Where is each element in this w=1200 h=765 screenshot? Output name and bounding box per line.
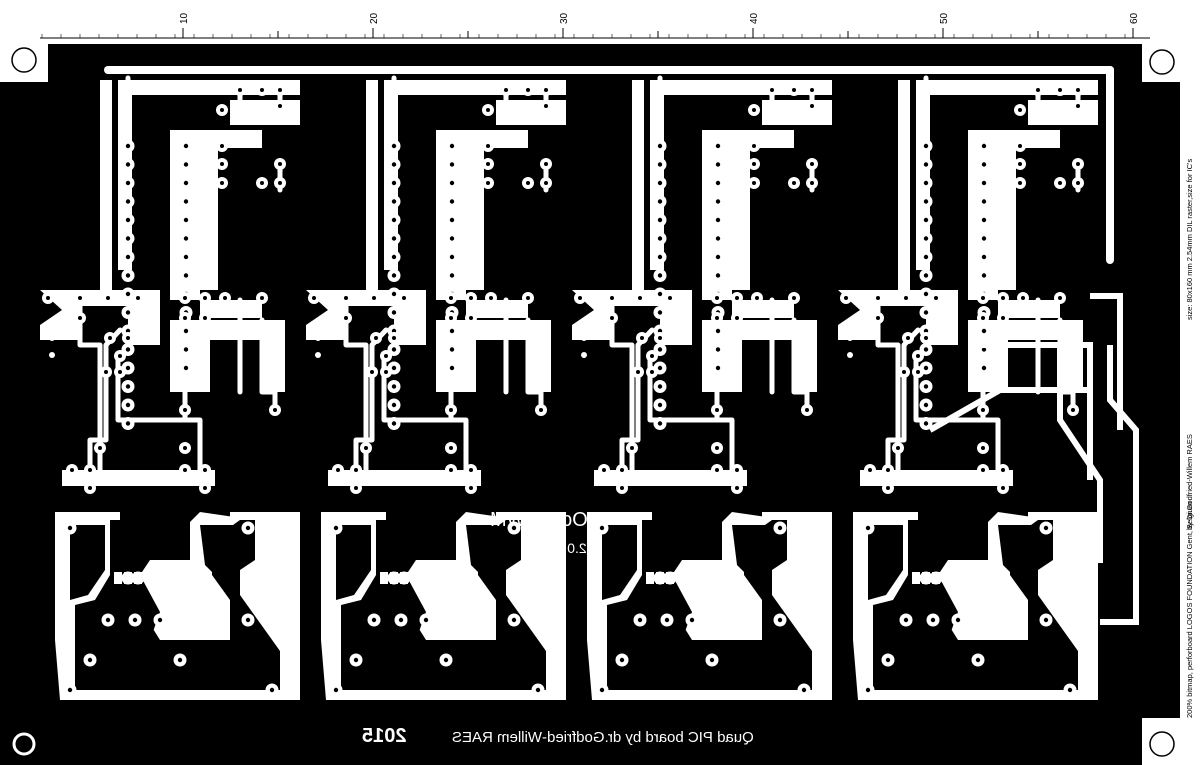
- top-ruler: 10 20 30 40 50 60: [40, 12, 1150, 39]
- ic-pads: [574, 67, 818, 494]
- ruler-label: 10: [179, 12, 190, 24]
- side-note-org: 200% bitmap, perforboard LOGOS FOUNDATIO…: [1185, 502, 1194, 718]
- power-stage: [55, 512, 300, 700]
- ic-pads: [308, 67, 552, 494]
- board-year: 2015: [362, 725, 407, 747]
- extra-routing: [928, 293, 1139, 625]
- side-note-size: size: 80x160 mm 2.54mm DIL raster,size f…: [1185, 159, 1194, 320]
- board-version: V2.0: [567, 540, 596, 556]
- side-note-author: by Dr.Godfried-Willem RAES: [1185, 434, 1194, 530]
- board-credit: Quad PIC board by dr.Godfried-Willem RAE…: [452, 729, 754, 746]
- ruler-label: 40: [749, 12, 760, 24]
- mounting-hole: [1149, 731, 1175, 757]
- power-stage: [853, 512, 1098, 700]
- pwm-modules: [40, 67, 1098, 700]
- board-text: Octo-PWM V2.0 Quad PIC board by dr.Godfr…: [362, 509, 754, 747]
- power-stage: [587, 512, 832, 700]
- ic-pads: [42, 67, 286, 494]
- mounting-hole: [11, 47, 37, 73]
- ruler-label: 50: [939, 12, 950, 24]
- mounting-hole: [1149, 49, 1175, 75]
- pwm-module: [306, 67, 566, 700]
- top-bus-trace: [104, 66, 1114, 264]
- ruler-label: 30: [559, 12, 570, 24]
- ruler-label: 60: [1129, 12, 1140, 24]
- pwm-module: [40, 67, 300, 700]
- mounting-hole: [12, 732, 36, 756]
- pwm-module: [572, 67, 832, 700]
- ic-pads: [840, 67, 1084, 494]
- board-title: Octo-PWM: [490, 509, 588, 531]
- side-notes: size: 80x160 mm 2.54mm DIL raster,size f…: [1185, 159, 1194, 718]
- power-stage: [321, 512, 566, 700]
- ruler-label: 20: [369, 12, 380, 24]
- upper-pour: [632, 80, 832, 392]
- mounting-holes: [11, 47, 1175, 757]
- pwm-module: [838, 67, 1098, 700]
